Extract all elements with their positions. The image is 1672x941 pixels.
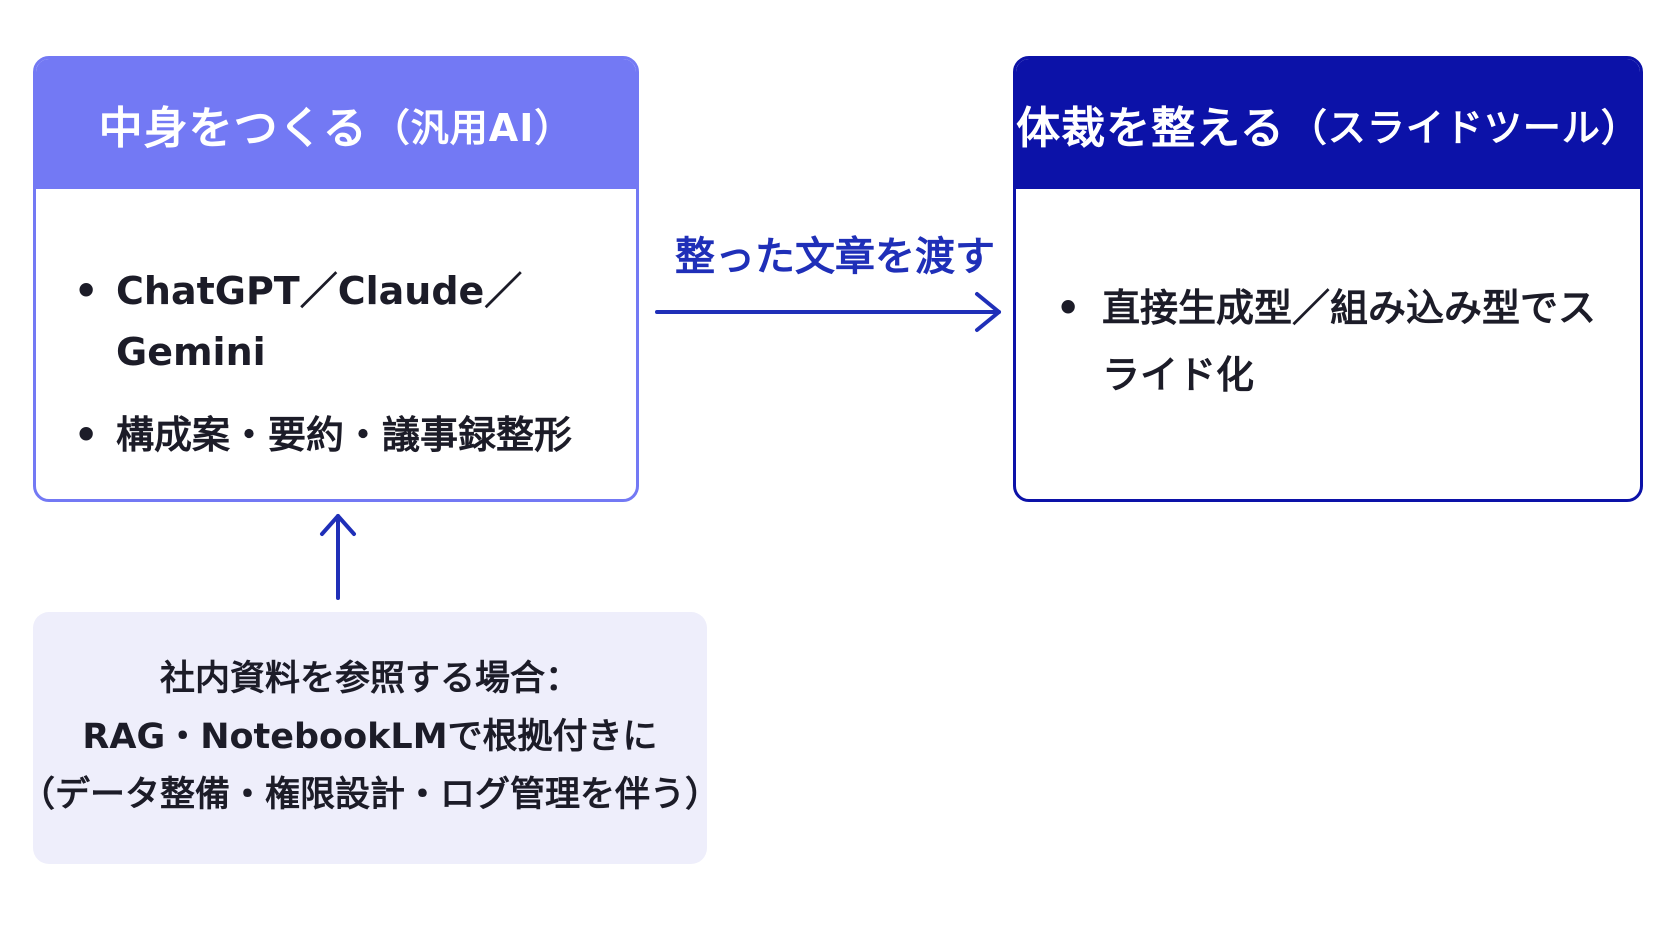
up-arrow-icon [320,514,356,600]
flow-label: 整った文章を渡す [675,234,995,280]
internal-docs-note: 社内資料を参照する場合： RAG・NotebookLMで根拠付きに （データ整備… [20,612,720,864]
bullet-icon: • [1056,286,1081,330]
general-ai-title: 中身をつくる [98,103,368,154]
right-arrow-icon [655,292,1001,332]
list-item: • 直接生成型／組み込み型でスライド化 [1016,275,1640,408]
general-ai-list: • ChatGPT／Claude／Gemini • 構成案・要約・議事録整形 [36,261,636,465]
list-item: • ChatGPT／Claude／Gemini [36,261,636,383]
slide-tool-title: 体裁を整える [1016,103,1285,154]
note-line: （データ整備・権限設計・ログ管理を伴う） [20,774,721,815]
general-ai-header: 中身をつくる（汎用AI） [36,59,636,189]
list-item-text: ChatGPT／Claude／Gemini [116,269,523,374]
bullet-icon: • [74,412,99,457]
list-item-text: 直接生成型／組み込み型でスライド化 [1102,286,1597,397]
list-item-text: 構成案・要約・議事録整形 [116,412,573,457]
slide-tool-title-paren: （スライドツール） [1288,105,1640,150]
bullet-icon: • [74,269,99,313]
slide-tool-list: • 直接生成型／組み込み型でスライド化 [1016,275,1640,408]
slide-tool-box: 体裁を整える（スライドツール） • 直接生成型／組み込み型でスライド化 [1013,56,1643,502]
general-ai-title-paren: （汎用AI） [371,105,574,150]
general-ai-box: 中身をつくる（汎用AI） • ChatGPT／Claude／Gemini • 構… [33,56,639,502]
slide-tool-header: 体裁を整える（スライドツール） [1016,59,1640,189]
note-line: 社内資料を参照する場合： [159,659,580,700]
note-line: RAG・NotebookLMで根拠付きに [82,717,658,758]
list-item: • 構成案・要約・議事録整形 [36,405,636,466]
